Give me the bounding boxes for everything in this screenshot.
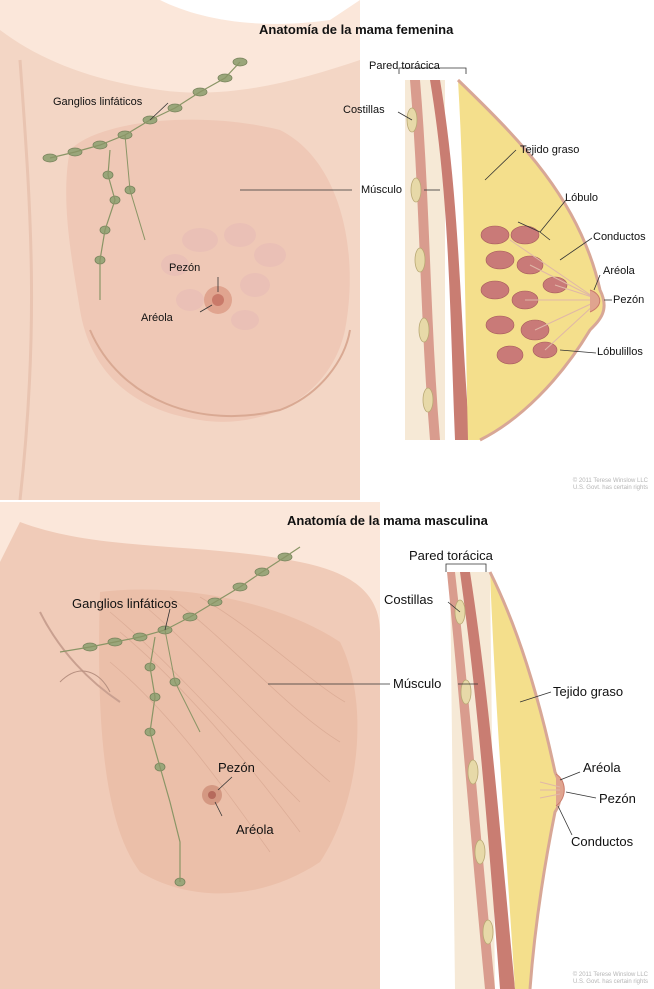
male-illustration	[0, 502, 654, 989]
male-copyright-line2: U.S. Govt. has certain rights	[573, 979, 648, 986]
male-front-view	[0, 502, 380, 989]
label-chest-wall: Pared torácica	[369, 60, 440, 73]
female-copyright: © 2011 Terese Winslow LLC U.S. Govt. has…	[573, 478, 648, 492]
male-copyright-line1: © 2011 Terese Winslow LLC	[573, 972, 648, 979]
label-lobe: Lóbulo	[565, 192, 598, 205]
label-ducts: Conductos	[593, 231, 646, 244]
female-front-nipple	[212, 294, 224, 306]
female-side-view	[405, 80, 604, 440]
label-areola-front: Aréola	[141, 312, 173, 325]
female-copyright-line1: © 2011 Terese Winslow LLC	[573, 478, 648, 485]
female-copyright-line2: U.S. Govt. has certain rights	[573, 485, 648, 492]
label-fatty-tissue: Tejido graso	[520, 144, 579, 157]
male-label-lymph-nodes: Ganglios linfáticos	[72, 596, 178, 611]
male-anatomy-panel: Anatomía de la mama masculina Pared torá…	[0, 502, 654, 989]
label-nipple-front: Pezón	[169, 262, 200, 275]
female-front-view	[0, 0, 360, 500]
male-label-ribs: Costillas	[384, 592, 433, 607]
female-title: Anatomía de la mama femenina	[259, 22, 453, 37]
male-front-nipple	[208, 791, 216, 799]
label-ribs: Costillas	[343, 104, 385, 117]
male-side-view	[447, 572, 564, 989]
male-title: Anatomía de la mama masculina	[287, 513, 488, 528]
male-label-areola-side: Aréola	[583, 760, 621, 775]
male-label-nipple-front: Pezón	[218, 760, 255, 775]
female-illustration	[0, 0, 654, 500]
label-nipple-side: Pezón	[613, 294, 644, 307]
label-muscle: Músculo	[361, 184, 402, 197]
label-areola-side: Aréola	[603, 265, 635, 278]
male-label-chest-wall: Pared torácica	[409, 548, 493, 563]
male-label-fatty-tissue: Tejido graso	[553, 684, 623, 699]
male-label-muscle: Músculo	[393, 676, 441, 691]
label-lymph-nodes: Ganglios linfáticos	[53, 96, 142, 109]
male-label-areola-front: Aréola	[236, 822, 274, 837]
female-anatomy-panel: Anatomía de la mama femenina Pared torác…	[0, 0, 654, 500]
male-label-ducts: Conductos	[571, 834, 633, 849]
label-lobules: Lóbulillos	[597, 346, 643, 359]
male-label-nipple-side: Pezón	[599, 791, 636, 806]
male-copyright: © 2011 Terese Winslow LLC U.S. Govt. has…	[573, 972, 648, 986]
